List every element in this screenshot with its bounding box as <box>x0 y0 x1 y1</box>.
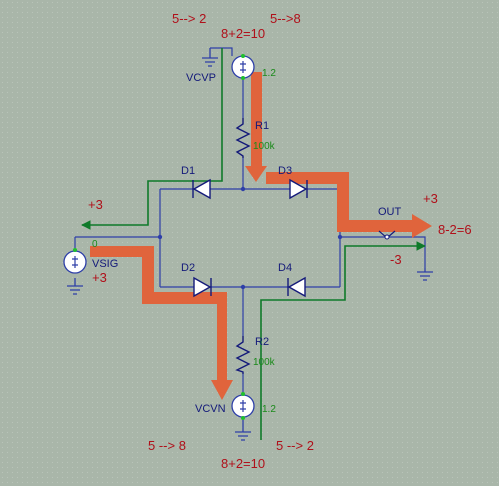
vcvp-source[interactable] <box>231 54 255 80</box>
d1-diode[interactable] <box>192 178 211 200</box>
r1-value: 100k <box>253 141 276 152</box>
annotation-out-plus: +3 <box>423 191 438 206</box>
ground-vsig <box>67 278 83 295</box>
vcvn-label: VCVN <box>195 403 226 415</box>
vcvp-label: VCVP <box>186 72 216 84</box>
annotation-out-minus: -3 <box>390 252 402 267</box>
ground-top <box>202 48 218 67</box>
out-label: OUT <box>378 206 402 218</box>
annotation-bottom-center: 8+2=10 <box>221 456 265 471</box>
d2-label: D2 <box>181 262 195 274</box>
r2-label: R2 <box>255 336 269 348</box>
d3-label: D3 <box>278 165 292 177</box>
vcvp-ground-wire <box>210 47 233 56</box>
orange-arrow-vsig-down <box>90 246 233 400</box>
annotation-out-result: 8-2=6 <box>438 222 472 237</box>
annotation-bottom-right: 5 --> 2 <box>276 438 314 453</box>
out-wire <box>340 236 426 268</box>
d1-label: D1 <box>181 165 195 177</box>
annotation-top-left: 5--> 2 <box>172 11 206 26</box>
vsig-wire <box>74 236 160 248</box>
junction-dots <box>157 186 343 290</box>
vcvn-value: 1.2 <box>262 404 276 415</box>
green-path-top-left <box>81 48 223 230</box>
orange-arrows <box>90 72 432 400</box>
d2-diode[interactable] <box>193 276 212 298</box>
vcvp-value: 1.2 <box>262 68 276 79</box>
ground-symbols <box>67 48 433 441</box>
annotation-bottom-left: 5 --> 8 <box>148 438 186 453</box>
r1-label: R1 <box>255 120 269 132</box>
green-path-bottom-right <box>260 241 426 440</box>
annotation-vsig-plus: +3 <box>92 270 107 285</box>
ground-bottom <box>235 420 251 441</box>
r2-resistor[interactable] <box>235 336 251 374</box>
green-paths <box>81 48 426 440</box>
ground-out <box>417 268 433 281</box>
d3-diode[interactable] <box>289 178 308 200</box>
vsig-label: VSIG <box>92 258 118 270</box>
annotation-left-plus: +3 <box>88 197 103 212</box>
d4-diode[interactable] <box>287 276 306 298</box>
vsig-value: 0 <box>92 239 98 250</box>
vcvn-source[interactable] <box>231 392 255 420</box>
orange-arrow-vcvp-down <box>245 72 267 182</box>
annotation-top-center: 8+2=10 <box>221 26 265 41</box>
annotation-top-right: 5-->8 <box>270 11 301 26</box>
r2-value: 100k <box>253 357 276 368</box>
vsig-source[interactable] <box>63 248 87 274</box>
out-probe[interactable] <box>378 230 396 240</box>
d4-label: D4 <box>278 262 292 274</box>
orange-arrow-top-right <box>266 172 432 238</box>
r1-resistor[interactable] <box>235 118 251 158</box>
